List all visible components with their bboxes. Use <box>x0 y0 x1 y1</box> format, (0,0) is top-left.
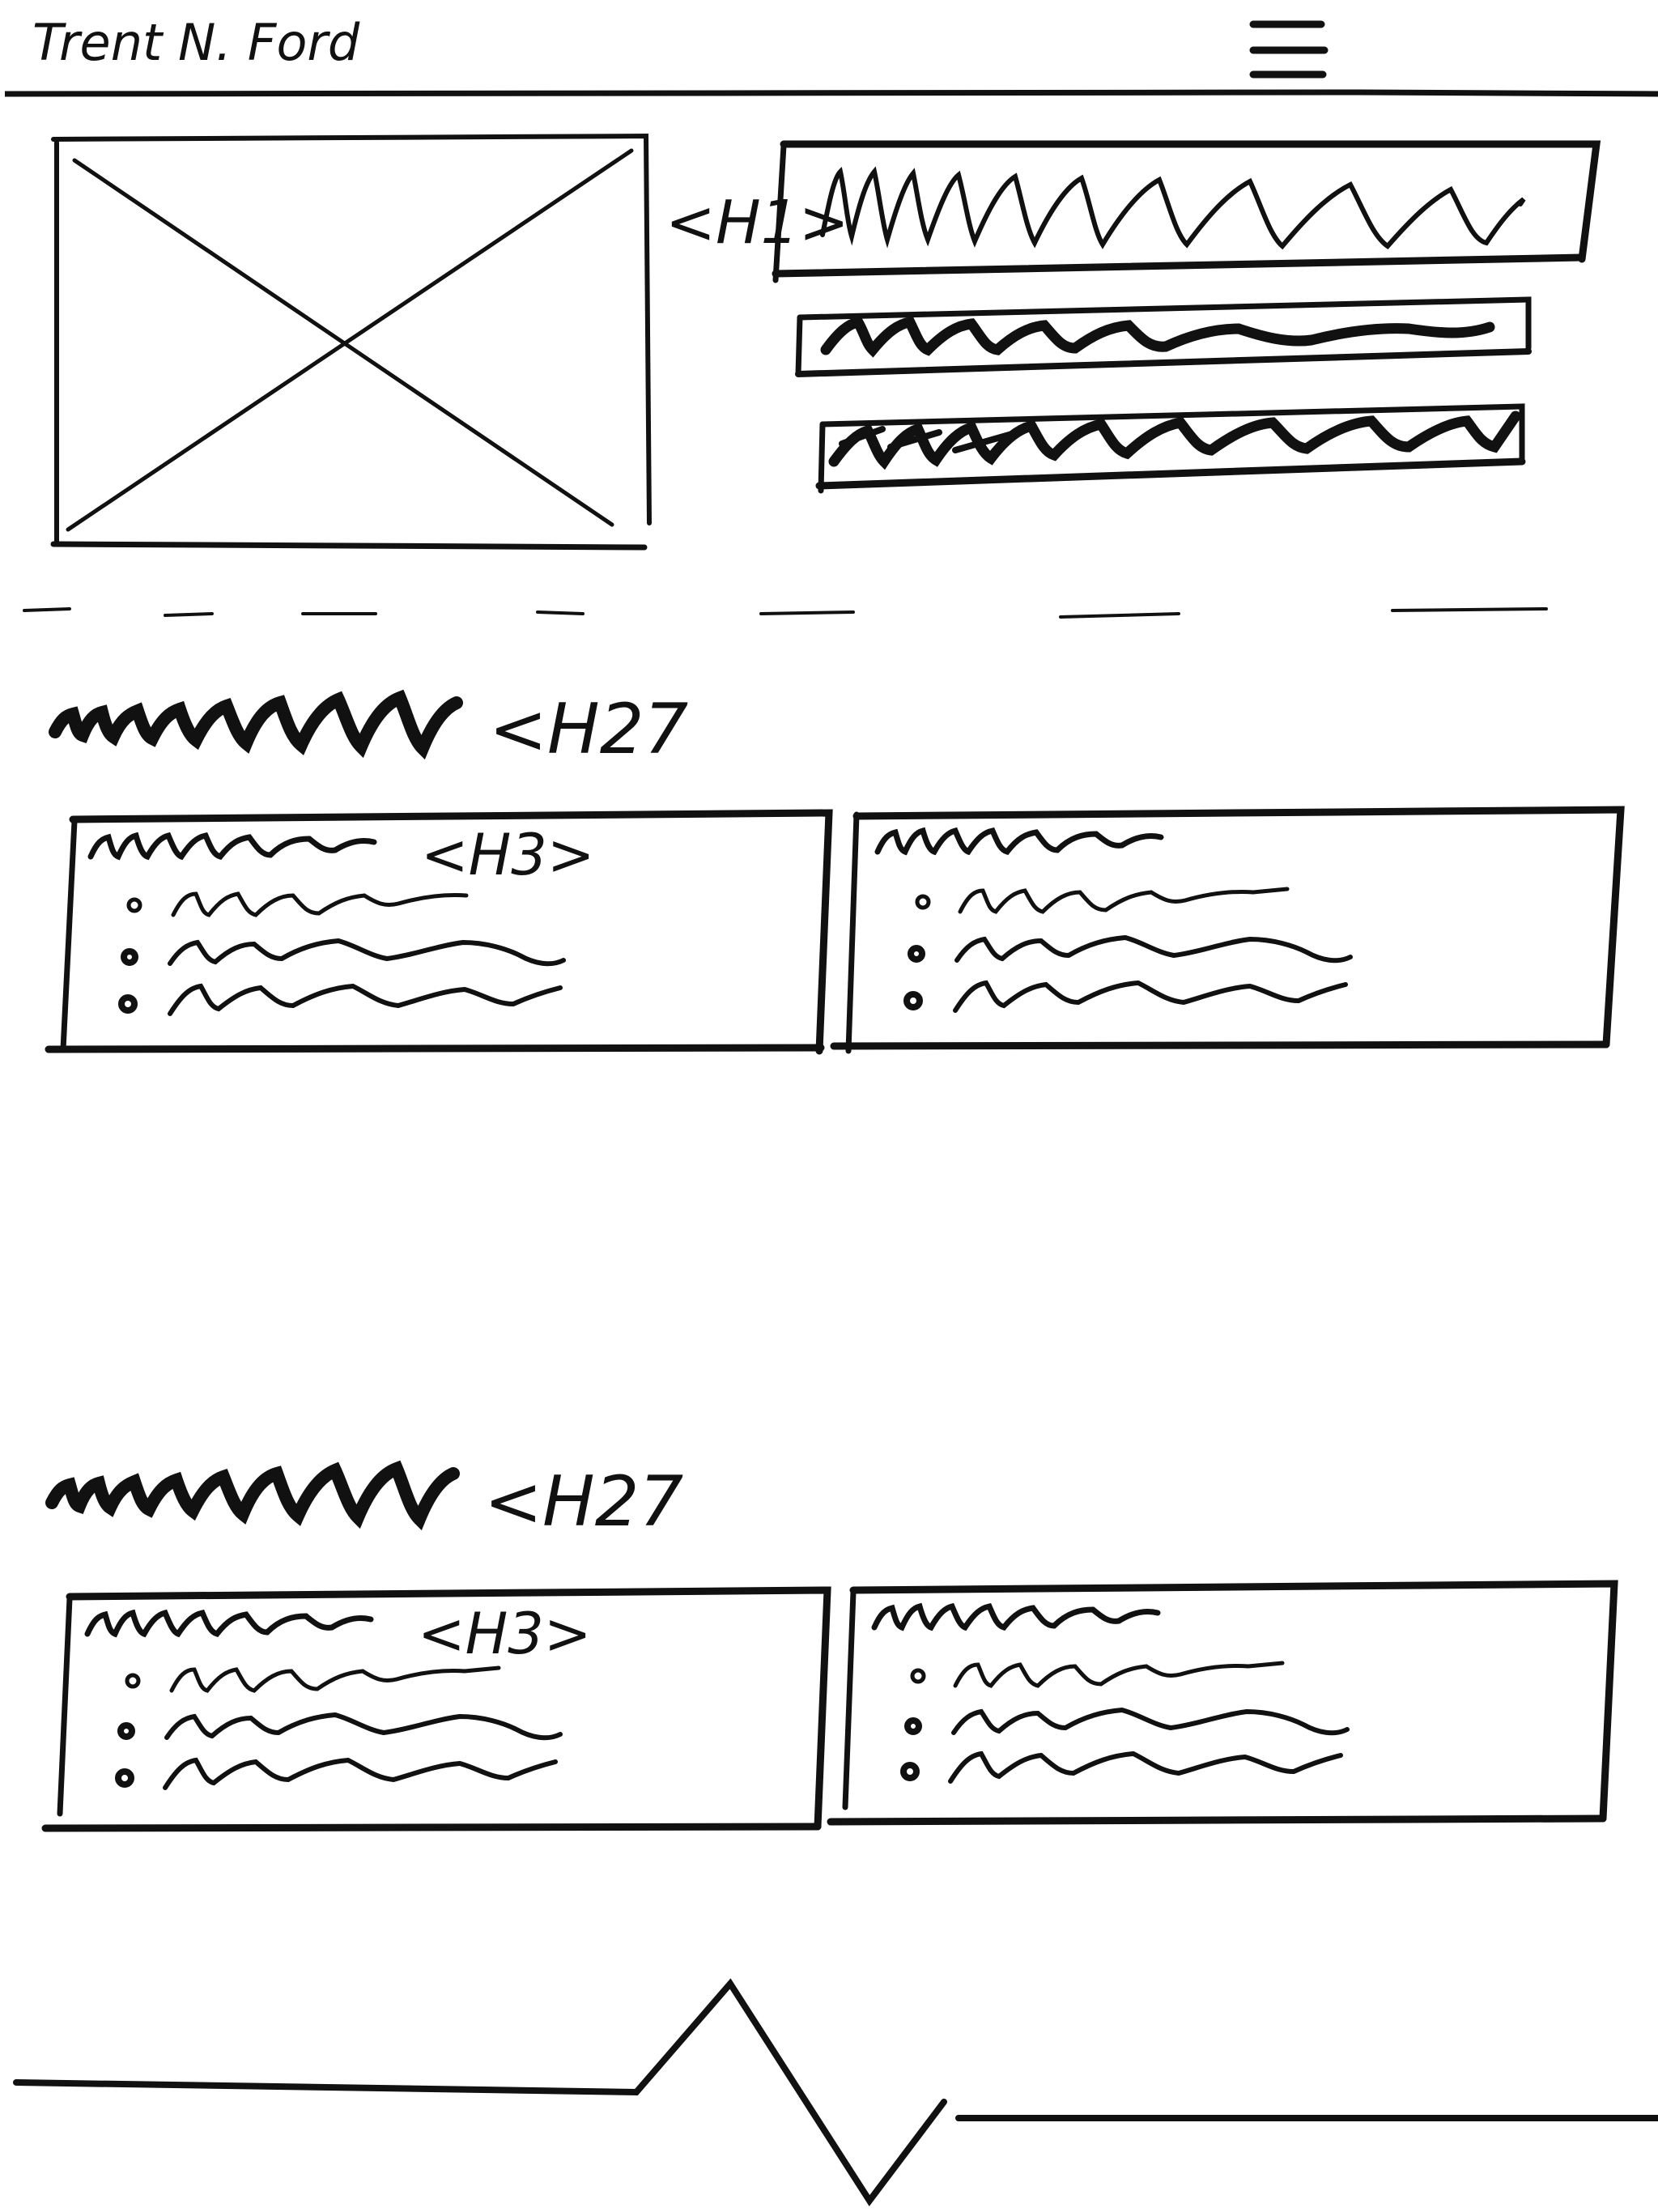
list-item-placeholder <box>951 1707 1350 1736</box>
bullet-icon <box>117 1722 135 1740</box>
section-1-card-2[interactable] <box>830 806 1625 1054</box>
h3-tag-label: <H3> <box>421 822 594 888</box>
list-item-placeholder <box>169 1665 501 1693</box>
list-item-placeholder <box>948 1750 1343 1784</box>
h1-heading-placeholder <box>772 140 1601 283</box>
h3-heading-placeholder <box>84 1609 374 1638</box>
list-item-placeholder <box>953 980 1348 1013</box>
hero-tagline-placeholder <box>815 403 1526 494</box>
site-name[interactable]: Trent N. Ford <box>32 13 360 72</box>
h3-tag-label: <H3> <box>418 1601 591 1667</box>
bullet-icon <box>115 1768 134 1788</box>
bullet-icon <box>900 1762 920 1781</box>
section-divider <box>23 607 1548 619</box>
bullet-icon <box>908 945 925 963</box>
h2-heading-placeholder <box>49 689 463 760</box>
bullet-icon <box>910 1668 926 1684</box>
bullet-icon <box>126 897 142 913</box>
h2-tag-label: <H27 <box>489 689 688 770</box>
section-1-card-1[interactable]: <H3> <box>45 809 833 1055</box>
h1-tag-label: <H1> <box>665 188 849 257</box>
list-item-placeholder <box>164 1712 563 1741</box>
list-item-placeholder <box>163 1757 558 1790</box>
list-item-placeholder <box>954 934 1353 963</box>
h2-tag-label: <H27 <box>484 1461 683 1542</box>
hamburger-icon[interactable] <box>1239 11 1336 89</box>
list-item-placeholder <box>168 938 566 967</box>
bullet-icon <box>118 994 138 1014</box>
bullet-icon <box>125 1673 141 1689</box>
bullet-list <box>903 887 1353 1013</box>
hero-section: <H1> <box>50 133 1601 551</box>
list-item-placeholder <box>168 983 563 1016</box>
h3-heading-placeholder <box>874 827 1164 856</box>
bullet-icon <box>903 991 923 1010</box>
section-2: <H27 <H3> <box>41 1460 1618 1832</box>
h2-heading-placeholder <box>45 1460 460 1531</box>
bullet-list <box>115 1665 563 1790</box>
list-item-placeholder <box>958 887 1290 914</box>
section-2-card-2[interactable] <box>827 1580 1618 1826</box>
section-1: <H27 <H3> <box>45 689 1625 1055</box>
bullet-icon <box>121 948 138 966</box>
header-divider <box>4 89 1658 97</box>
section-2-card-1[interactable]: <H3> <box>41 1586 831 1832</box>
h3-heading-placeholder <box>87 832 377 861</box>
site-header: Trent N. Ford <box>4 11 1658 97</box>
h3-heading-placeholder <box>871 1602 1161 1631</box>
image-placeholder-icon <box>50 133 652 551</box>
bullet-list <box>900 1661 1350 1784</box>
bullet-list <box>118 891 566 1016</box>
hero-subtitle-placeholder <box>795 296 1532 377</box>
list-item-placeholder <box>171 891 469 917</box>
bullet-icon <box>915 894 931 910</box>
bullet-icon <box>904 1717 922 1735</box>
page-break-line <box>13 1978 1658 2206</box>
list-item-placeholder <box>953 1661 1285 1688</box>
